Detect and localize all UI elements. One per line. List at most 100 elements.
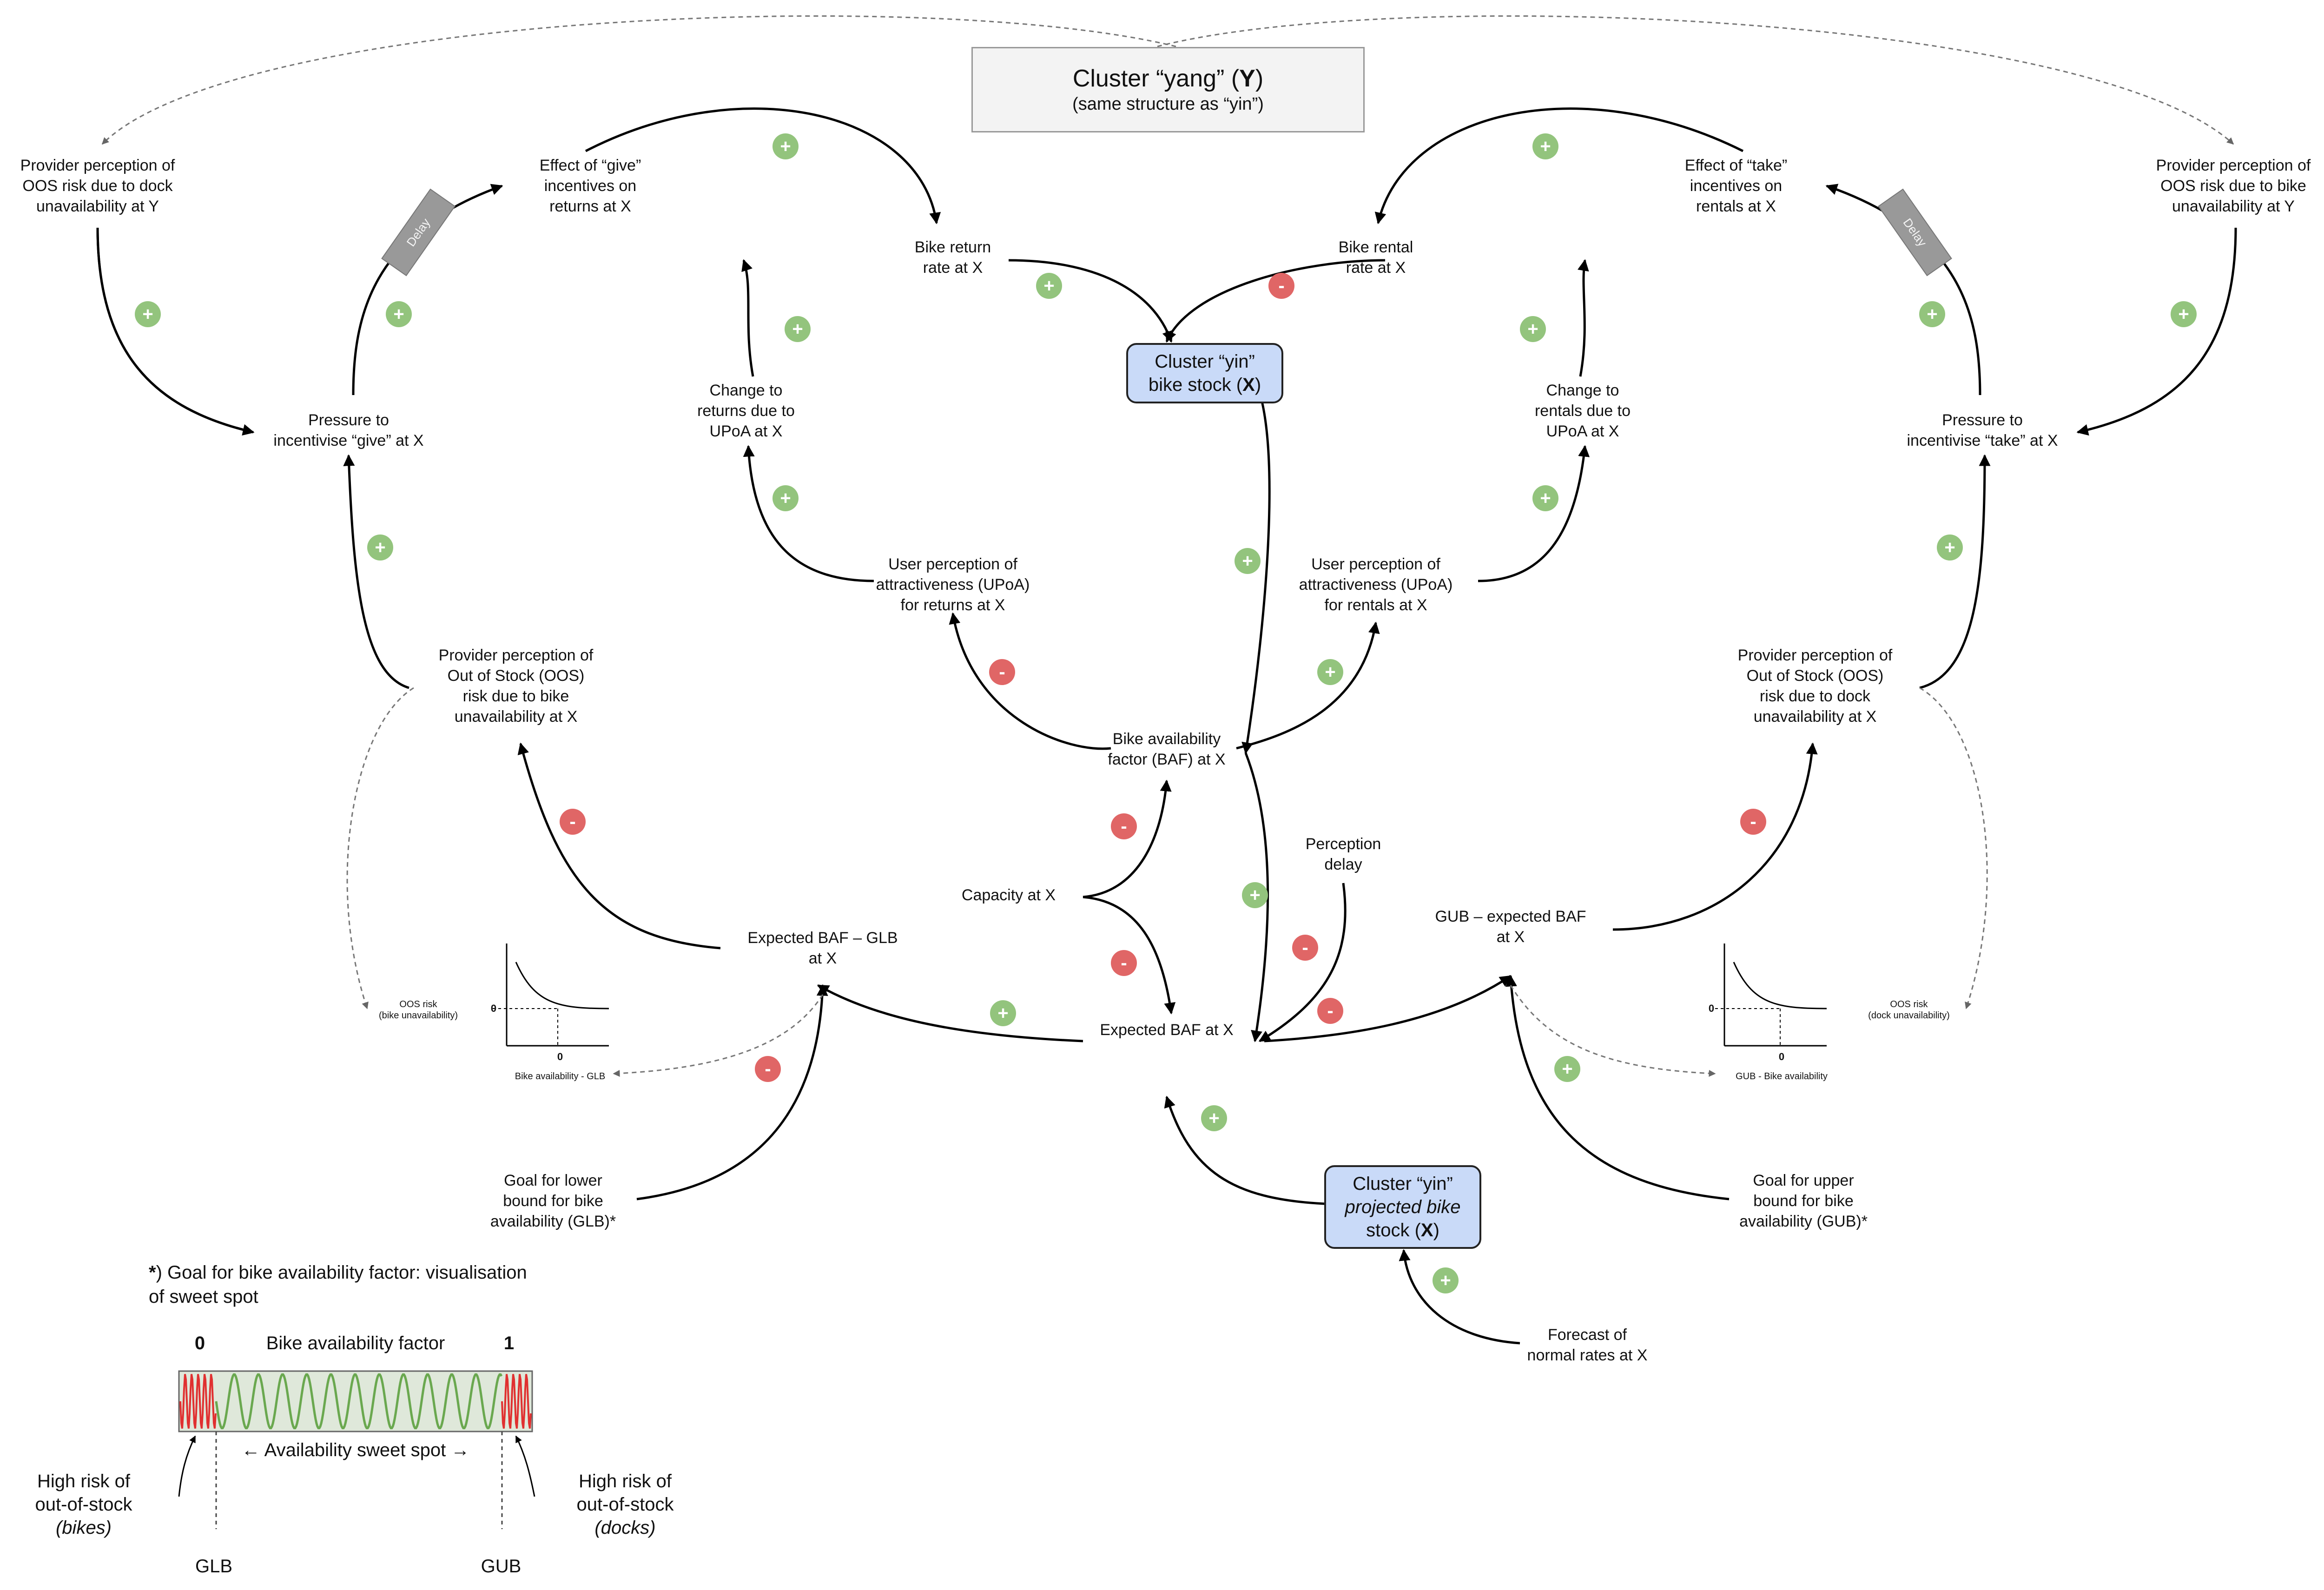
label-line: out-of-stock: [576, 1494, 674, 1515]
sweet-spot-title: Bike availability factor: [266, 1333, 445, 1353]
node-bike-return-rate: Bike return rate at X: [915, 237, 991, 278]
cluster-yang-subtitle: (same structure as “yin”): [1072, 94, 1264, 114]
polarity-plus: +: [1532, 133, 1558, 159]
node-forecast: Forecast of normal rates at X: [1527, 1325, 1648, 1366]
label-line: unavailability at X: [454, 708, 578, 726]
polarity-minus: -: [1111, 950, 1137, 976]
sweet-spot-note: *) Goal for bike availability factor: vi…: [149, 1260, 527, 1309]
label-line: Provider perception of: [2156, 157, 2311, 174]
label-line: unavailability at Y: [36, 198, 159, 215]
cluster-yin-projected-line1: Cluster “yin”: [1353, 1174, 1453, 1194]
label-line: returns at X: [549, 198, 631, 215]
label-line: Goal for lower: [504, 1172, 602, 1189]
label-line: User perception of: [1311, 555, 1440, 573]
label-line: attractiveness (UPoA): [876, 576, 1030, 594]
polarity-minus: -: [1740, 809, 1766, 835]
mini-left-zero-x: 0: [557, 1051, 563, 1062]
mini-right-ylabel: OOS risk (dock unavailability): [1868, 999, 1950, 1021]
label-line: Bike availability: [1112, 730, 1221, 748]
polarity-plus: +: [2171, 301, 2197, 327]
label-line: incentives on: [544, 177, 637, 195]
polarity-minus: -: [1317, 998, 1343, 1024]
label-line: OOS risk: [399, 999, 437, 1009]
label-line: UPoA at X: [1546, 422, 1619, 440]
cluster-yin-projected-line3: stock (X): [1366, 1220, 1439, 1240]
polarity-plus: +: [386, 301, 412, 327]
polarity-plus: +: [1937, 534, 1963, 561]
label-line: for rentals at X: [1324, 596, 1427, 614]
mini-right-zero-y: 0: [1708, 1003, 1715, 1014]
cluster-yin-projected-box: Cluster “yin” projected bike stock (X): [1324, 1165, 1481, 1249]
label-line: (dock unavailability): [1868, 1010, 1950, 1021]
node-pressure-give: Pressure to incentivise “give” at X: [273, 410, 423, 451]
label-line: Bike rental: [1338, 238, 1413, 256]
sweet-spot-bar: [178, 1370, 535, 1529]
note-text: ) Goal for bike availability factor: vis…: [156, 1262, 527, 1283]
label-line: High risk of: [578, 1471, 672, 1491]
node-provider-oos-bike-x: Provider perception of Out of Stock (OOS…: [439, 645, 594, 727]
node-provider-oos-bike-y: Provider perception of OOS risk due to b…: [2156, 155, 2311, 217]
label-line: normal rates at X: [1527, 1346, 1648, 1364]
label-line: Provider perception of: [1737, 647, 1893, 664]
cluster-letter: Y: [1239, 65, 1255, 92]
label-line: Goal for upper: [1753, 1172, 1854, 1189]
mini-chart-left: [493, 943, 609, 1047]
cluster-letter: X: [1242, 375, 1255, 395]
mini-right-zero-x: 0: [1778, 1051, 1785, 1062]
label-line: High risk of: [37, 1471, 131, 1491]
label-line: Forecast of: [1547, 1326, 1627, 1344]
label-line: risk due to dock: [1759, 687, 1871, 705]
label-line: incentivise “take” at X: [1907, 432, 2058, 449]
glb-label: GLB: [195, 1556, 233, 1577]
label-line: Expected BAF at X: [1100, 1021, 1234, 1039]
cluster-yin-projected-line2: projected bike: [1345, 1197, 1461, 1217]
polarity-plus: +: [1919, 301, 1945, 327]
label-line: for returns at X: [900, 596, 1005, 614]
label-line: Bike return: [914, 238, 991, 256]
right-risk-label: High risk of out-of-stock (docks): [577, 1470, 674, 1539]
polarity-minus: -: [1292, 935, 1318, 961]
node-provider-oos-dock-y: Provider perception of OOS risk due to d…: [20, 155, 175, 217]
sweet-spot-zero: 0: [194, 1333, 205, 1353]
label-line: Effect of “take”: [1684, 157, 1788, 174]
label-line: risk due to bike: [462, 687, 569, 705]
node-capacity: Capacity at X: [962, 885, 1056, 905]
label-line: Pressure to: [1942, 411, 2023, 429]
mini-chart-right: [1715, 943, 1827, 1047]
node-effect-take: Effect of “take” incentives on rentals a…: [1685, 155, 1787, 217]
label-line: rentals at X: [1696, 198, 1776, 215]
label-line: Provider perception of: [20, 157, 175, 174]
polarity-plus: +: [1532, 485, 1558, 511]
cluster-yang-title: Cluster “yang” (Y): [1072, 65, 1264, 92]
label-line: Effect of “give”: [539, 157, 641, 174]
cluster-yin-line2: bike stock (X): [1148, 375, 1261, 395]
label-line: Out of Stock (OOS): [447, 667, 585, 685]
label-line: (bike unavailability): [378, 1010, 458, 1021]
polarity-minus: -: [1111, 813, 1137, 839]
node-bike-rental-rate: Bike rental rate at X: [1339, 237, 1413, 278]
polarity-plus: +: [1520, 316, 1546, 342]
label-line: bound for bike: [503, 1192, 603, 1210]
node-goal-upper: Goal for upper bound for bike availabili…: [1739, 1170, 1868, 1232]
mini-left-ylabel: OOS risk (bike unavailability): [379, 999, 458, 1021]
cluster-yang-box: Cluster “yang” (Y) (same structure as “y…: [971, 47, 1365, 132]
label-line: OOS risk due to bike: [2160, 177, 2306, 195]
sweet-spot-label: ← Availability sweet spot →: [241, 1440, 470, 1460]
label-line: incentivise “give” at X: [273, 432, 424, 449]
polarity-minus: -: [755, 1056, 781, 1082]
label-line: (docks): [594, 1517, 656, 1538]
label-line: UPoA at X: [709, 422, 783, 440]
polarity-plus: +: [1317, 659, 1343, 685]
cluster-yin-line1: Cluster “yin”: [1155, 351, 1255, 372]
label-line: Provider perception of: [438, 647, 594, 664]
gub-label: GUB: [481, 1556, 522, 1577]
polarity-plus: +: [1036, 273, 1062, 299]
node-upoa-returns: User perception of attractiveness (UPoA)…: [876, 554, 1030, 615]
note-line2: of sweet spot: [149, 1287, 258, 1307]
node-change-rentals: Change to rentals due to UPoA at X: [1535, 380, 1631, 442]
left-risk-label: High risk of out-of-stock (bikes): [35, 1470, 132, 1539]
label-line: availability (GUB)*: [1739, 1213, 1868, 1230]
dashed-helper-links: [346, 687, 1988, 1077]
polarity-plus: +: [367, 534, 393, 561]
label-line: GUB – expected BAF: [1435, 908, 1586, 925]
